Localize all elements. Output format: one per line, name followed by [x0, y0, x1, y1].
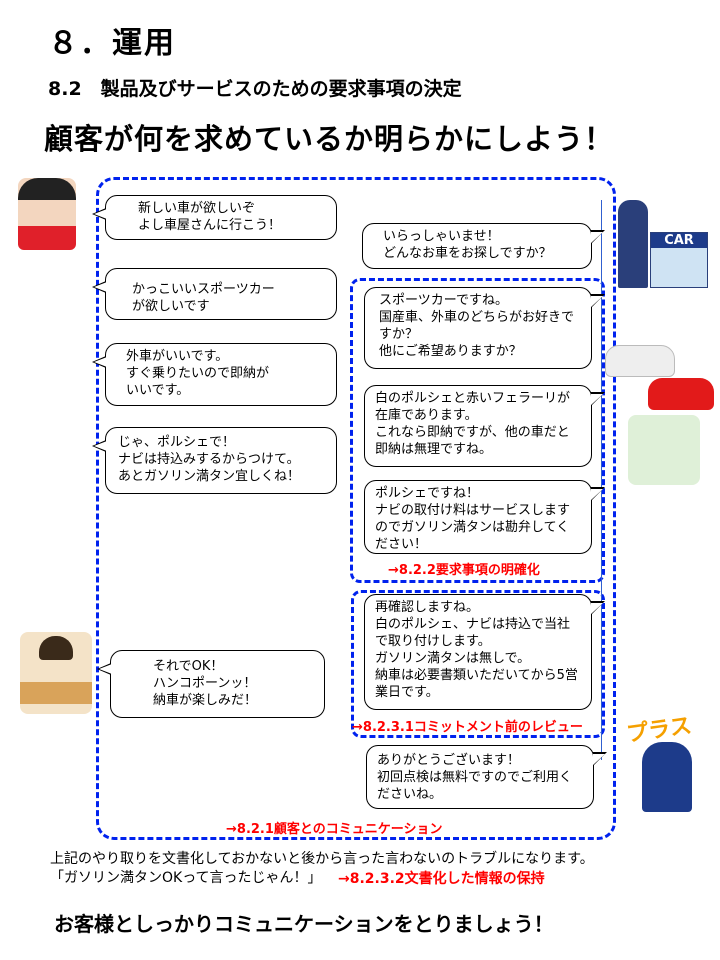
red-car-illustration [648, 378, 714, 410]
customer-speech-bubble: 新しい車が欲しいぞ よし車屋さんに行こう！ [92, 195, 337, 240]
review-frame [351, 590, 605, 738]
dealer-speech-bubble: ありがとうございます！ 初回点検は無料ですのでご利用くださいね。 [366, 745, 607, 809]
footer-note: 上記のやり取りを文書化しておかないと後から言った言わないのトラブルになります。 [50, 851, 594, 867]
requirements-label: →8.2.2要求事項の明確化 [388, 563, 540, 578]
dealer-speech-bubble: ポルシェですね！ ナビの取付け料はサービスしますのでガソリン満タンは勘弁してくだ… [364, 480, 605, 554]
communication-label: →8.2.1顧客とのコミュニケーション [226, 822, 443, 837]
car-dealer-illustration: CAR [618, 200, 710, 292]
review-label: →8.2.3.1コミットメント前のレビュー [352, 720, 583, 735]
dealership-meeting-illustration [628, 415, 700, 485]
customer-speech-bubble: 外車がいいです。 すぐ乗りたいので即納が いいです。 [92, 343, 337, 406]
communication-frame [96, 177, 616, 840]
closing-message: お客様としっかりコミュニケーションをとりましょう！ [54, 912, 554, 936]
dealer-speech-bubble: いらっしゃいませ！ どんなお車をお探しですか？ [362, 223, 605, 269]
dealer-speech-bubble: スポーツカーですね。 国産車、外車のどちらがお好きですか？ 他にご希望ありますか… [364, 287, 605, 369]
dealer-speech-bubble: 白のポルシェと赤いフェラーリが在庫であります。 これなら即納ですが、他の車だと即… [364, 385, 605, 467]
white-car-illustration [605, 345, 675, 377]
customer-speech-bubble: かっこいいスポーツカー が欲しいです [92, 268, 337, 320]
section-title: 8.2 製品及びサービスのための要求事項の決定 [48, 78, 462, 100]
footer-quote: 「ガソリン満タンOKって言ったじゃん！」 [50, 870, 322, 886]
customer-speech-bubble: それでOK！ ハンコポーンッ！ 納車が楽しみだ！ [97, 650, 325, 718]
customer-speech-bubble: じゃ、ポルシェで！ ナビは持込みするからつけて。 あとガソリン満タン宜しくね！ [92, 427, 337, 494]
divider-line [601, 200, 602, 760]
dealer-speech-bubble: 再確認しますね。 白のポルシェ、ナビは持込で当社で取り付けします。 ガソリン満タ… [364, 594, 605, 710]
requirements-frame [350, 278, 605, 583]
chapter-title: ８．運用 [48, 26, 176, 61]
retention-label: →8.2.3.2文書化した情報の保持 [338, 871, 545, 887]
headline: 顧客が何を求めているか明らかにしよう！ [44, 122, 615, 156]
customer-signing-illustration [20, 632, 92, 714]
salesman-illustration [642, 742, 692, 812]
car-sign: CAR [651, 233, 707, 248]
customer-woman-illustration [18, 178, 76, 250]
